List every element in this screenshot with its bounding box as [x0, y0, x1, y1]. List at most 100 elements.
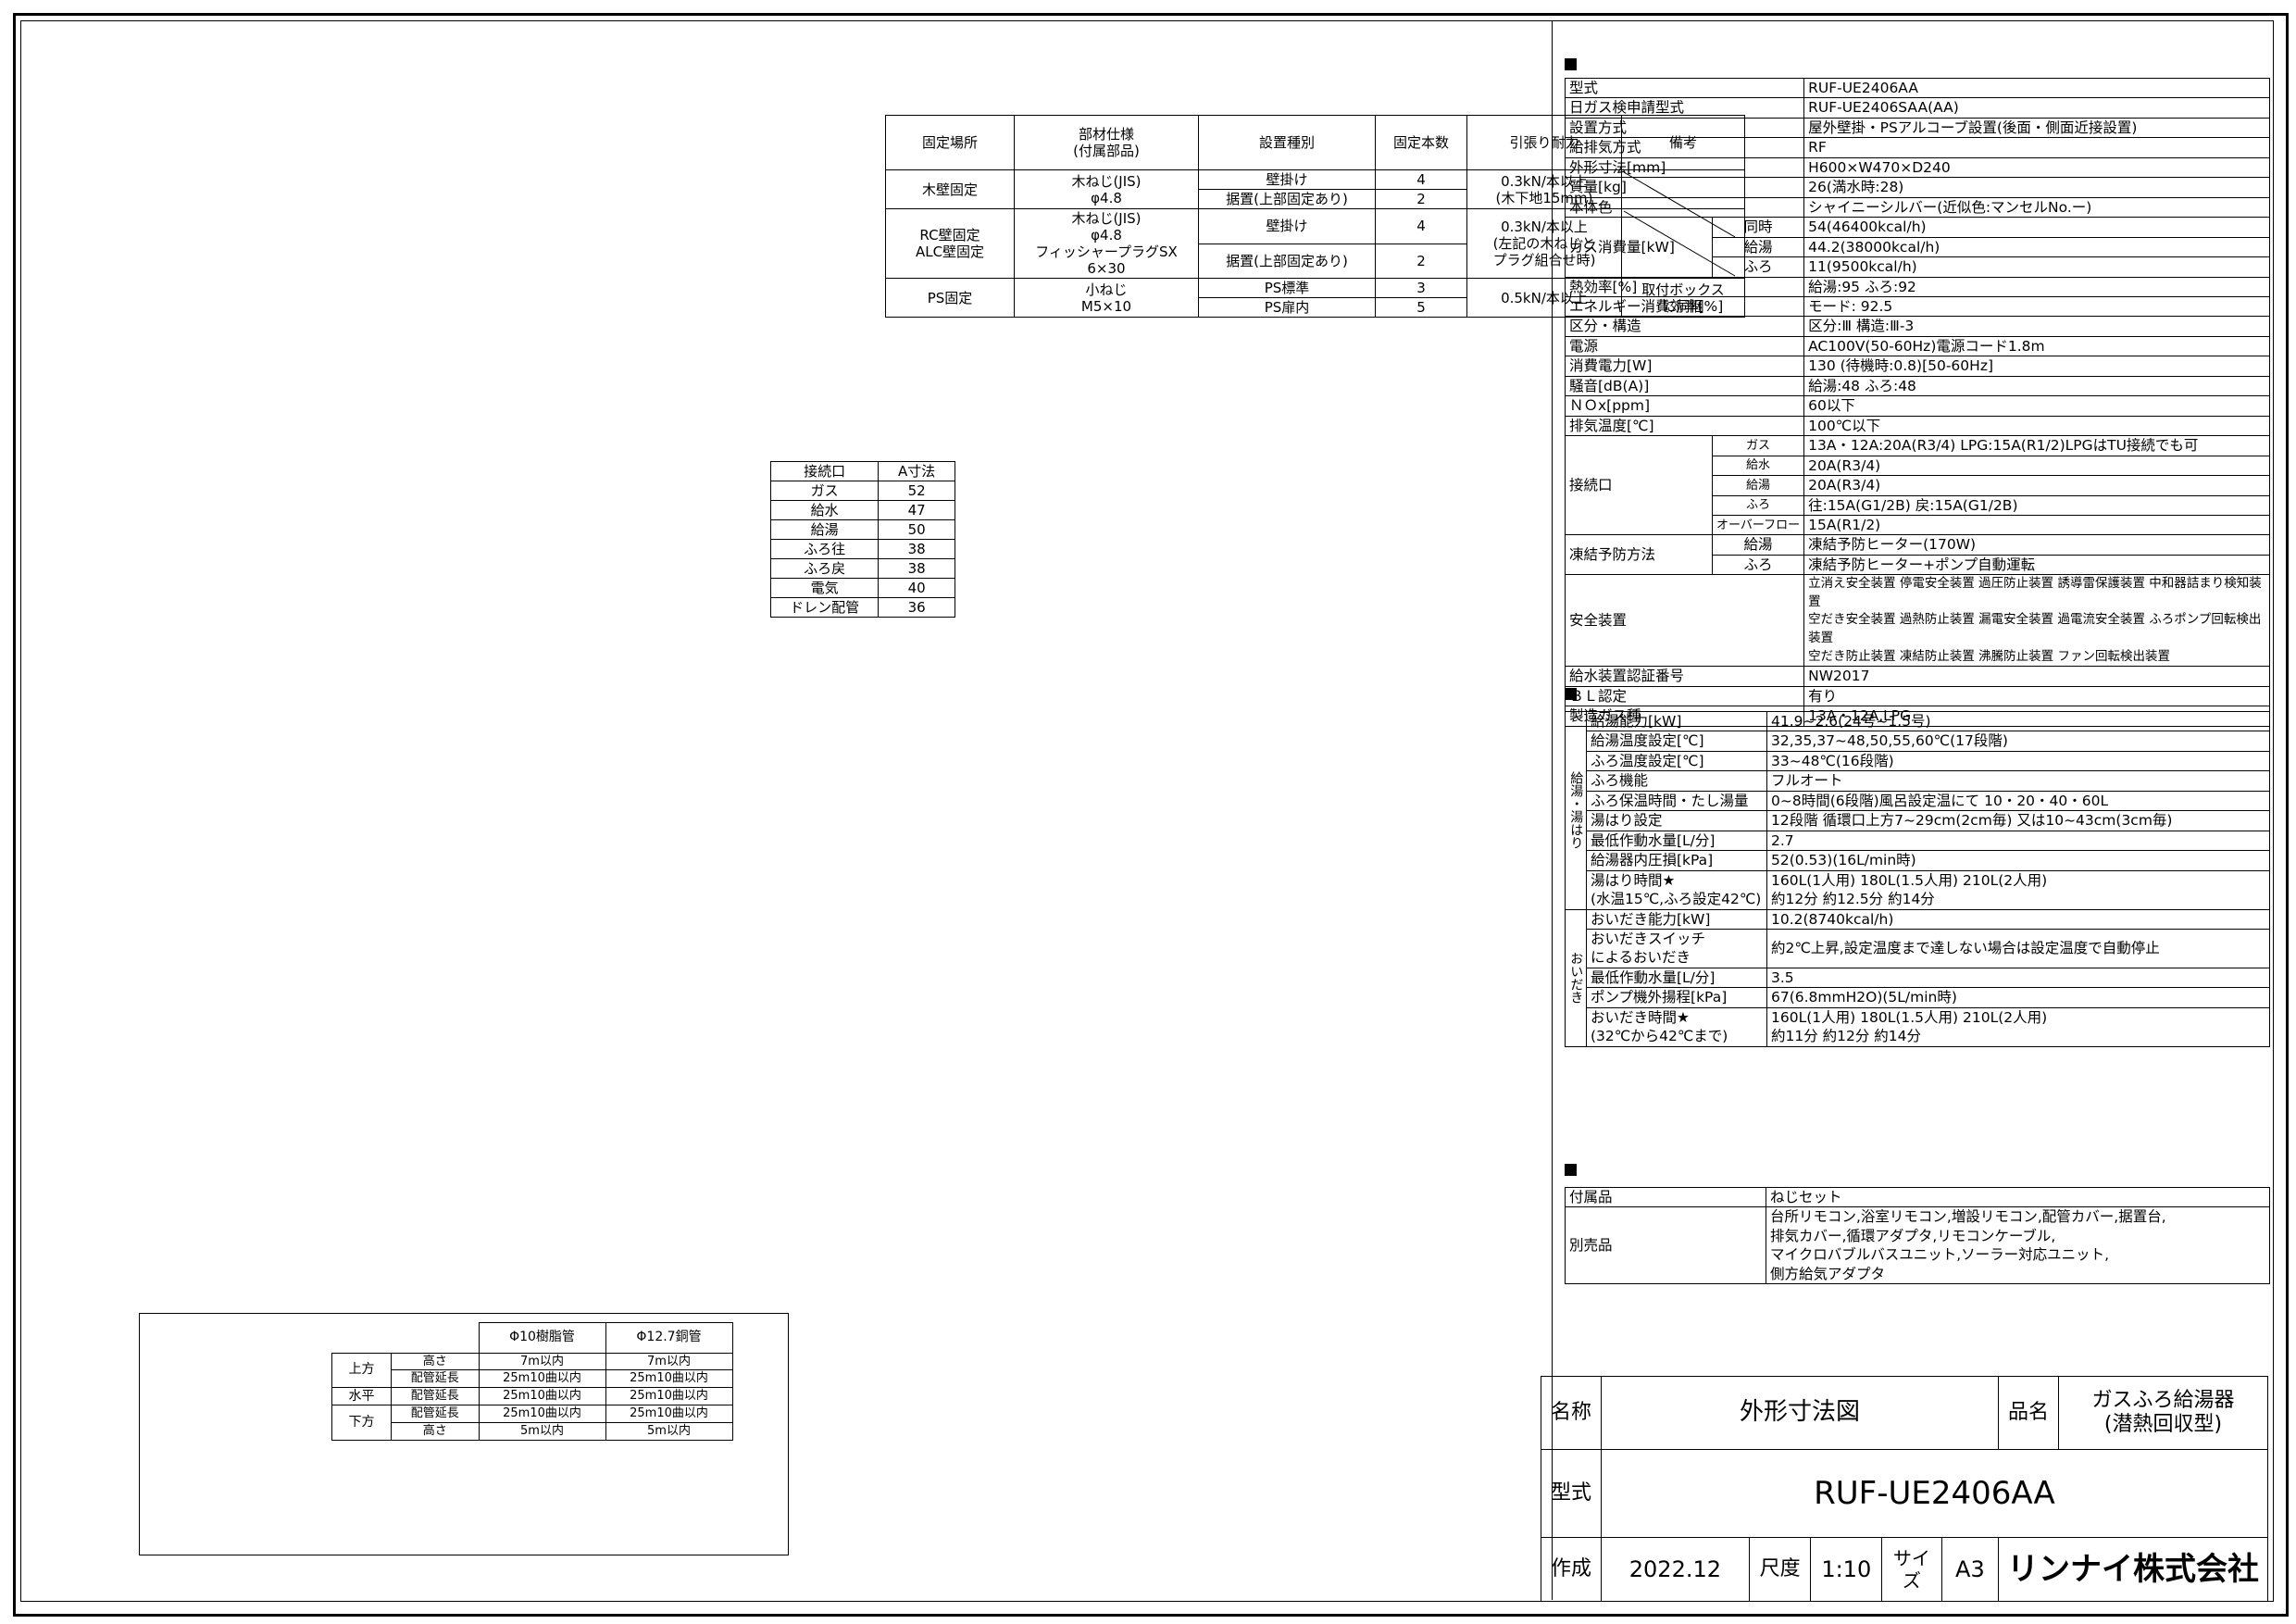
table-row: 騒音[dB(A)]給湯:48 ふろ:48: [1564, 375, 2270, 397]
spec-key: 給水装置認証番号: [1564, 666, 1805, 687]
spec-key: 安全装置: [1564, 574, 1805, 668]
fix-count: 4: [1375, 169, 1467, 190]
port-name: ドレン配管: [769, 597, 880, 618]
spec-value: AC100V(50-60Hz)電源コード1.8m: [1803, 335, 2270, 357]
perf-group-label: 給湯・湯はり: [1565, 711, 1587, 910]
drain-b: 25m10曲以内: [605, 1386, 733, 1406]
perf-key: おいだき時間★(32℃から42℃まで): [1586, 1006, 1767, 1047]
performance-table: 給湯・湯はり給湯能力[kW]41.9~2.6(24号~1.5号)給湯温度設定[℃…: [1565, 710, 2270, 1047]
spec-value: 11(9500kcal/h): [1803, 256, 2270, 278]
table-row: 給湯・湯はり給湯能力[kW]41.9~2.6(24号~1.5号): [1565, 710, 2270, 910]
port-th-name: 接続口: [769, 461, 880, 481]
spec-key: 区分・構造: [1564, 316, 1805, 337]
perf-value: 3.5: [1766, 967, 2270, 989]
perf-value: 33~48℃(16段階): [1766, 750, 2270, 772]
table-row: 最低作動水量[L/分]3.5: [1566, 967, 2270, 989]
spec-key: ガス消費量[kW]: [1565, 217, 1713, 278]
table-row: 付属品ねじセット: [1565, 1186, 2270, 1208]
drain-a: 7m以内: [478, 1352, 606, 1371]
fix-th-type: 設置種別: [1198, 115, 1376, 170]
port-name: ふろ戻: [769, 558, 880, 579]
parts-value: ねじセット: [1766, 1186, 2270, 1208]
tb-model-value: RUF-UE2406AA: [1600, 1449, 2269, 1538]
spec-subkey: 同時: [1711, 217, 1805, 238]
drain-sub: 高さ: [391, 1352, 480, 1371]
fix-count: 4: [1375, 208, 1467, 244]
spec-key: 型式: [1564, 77, 1805, 99]
table-row: 最低作動水量[L/分]2.7: [1566, 830, 2270, 852]
drain-th-resin: Φ10樹脂管: [478, 1322, 606, 1354]
table-row: 別売品台所リモコン,浴室リモコン,増設リモコン,配管カバー,据置台,排気カバー,…: [1565, 1206, 2270, 1285]
tb-name-value: 外形寸法図: [1600, 1376, 2000, 1450]
drain-sub: 配管延長: [391, 1369, 480, 1388]
port-dim: 38: [878, 539, 955, 559]
perf-key: 最低作動水量[L/分]: [1586, 830, 1767, 852]
port-dim: 38: [878, 558, 955, 579]
spec-key: 電源: [1564, 335, 1805, 357]
port-dim: 50: [878, 519, 955, 540]
port-th-dim: A寸法: [878, 461, 955, 481]
drain-dir: 水平: [331, 1386, 392, 1406]
spec-value: 立消え安全装置 停電安全装置 過圧防止装置 誘導雷保護装置 中和器詰まり検知装置…: [1803, 574, 2270, 668]
spec-value: 54(46400kcal/h): [1803, 217, 2270, 238]
fix-type: PS扉内: [1198, 297, 1376, 318]
perf-value: 12段階 循環口上方7~29cm(2cm毎) 又は10~43cm(3cm毎): [1766, 810, 2270, 831]
table-row: 本体色シャイニーシルバー(近似色:マンセルNo.ー): [1564, 196, 2270, 219]
port-dim: 52: [878, 481, 955, 501]
spec-value: 往:15A(G1/2B) 戻:15A(G1/2B): [1803, 494, 2270, 516]
table-row: ＮＯx[ppm]60以下: [1564, 395, 2270, 417]
table-row: 熱効率[%]給湯:95 ふろ:92: [1564, 276, 2270, 297]
perf-key: ふろ機能: [1586, 770, 1767, 792]
spec-value: NW2017: [1803, 666, 2270, 687]
spec-value: 有り: [1803, 685, 2270, 707]
spec-subkey: オーバーフロー: [1711, 514, 1805, 536]
spec-value: 26(満水時:28): [1803, 177, 2270, 198]
drain-piping-panel: [139, 1313, 789, 1555]
perf-value: 約2℃上昇,設定温度まで達しない場合は設定温度で自動停止: [1766, 928, 2270, 968]
parts-bullet-icon: [1565, 1164, 1577, 1176]
fix-type: 据置(上部固定あり): [1198, 243, 1376, 279]
spec-subkey: ふろ: [1711, 256, 1805, 278]
spec-key: ＢＬ認定: [1564, 685, 1805, 707]
table-row: おいだきスイッチによるおいだき約2℃上昇,設定温度まで達しない場合は設定温度で自…: [1566, 928, 2270, 968]
fix-count: 3: [1375, 278, 1467, 298]
perf-value: 160L(1人用) 180L(1.5人用) 210L(2人用) 約11分 約12…: [1766, 1006, 2270, 1047]
spec-value: 60以下: [1803, 395, 2270, 417]
table-row: 凍結予防方法給湯凍結予防ヒーター(170W): [1565, 534, 2270, 576]
port-name: ふろ往: [769, 539, 880, 559]
port-dim: 40: [878, 578, 955, 598]
port-name: 給湯: [769, 519, 880, 540]
spec-value: シャイニーシルバー(近似色:マンセルNo.ー): [1803, 196, 2270, 219]
spec-value: 凍結予防ヒーター+ポンプ自動運転: [1803, 554, 2270, 576]
tb-model-label: 型式: [1541, 1449, 1602, 1538]
drain-sub: 配管延長: [391, 1405, 480, 1424]
table-row: 安全装置立消え安全装置 停電安全装置 過圧防止装置 誘導雷保護装置 中和器詰まり…: [1564, 574, 2270, 668]
perf-key: 給湯温度設定[℃]: [1586, 731, 1767, 752]
perf-value: 67(6.8mmH2O)(5L/min時): [1766, 987, 2270, 1008]
tb-company: リンナイ株式会社: [1998, 1537, 2268, 1602]
spec-value: 20A(R3/4): [1803, 455, 2270, 477]
spec-value: RUF-UE2406SAA(AA): [1803, 97, 2270, 119]
tb-created-label: 作成: [1541, 1537, 1602, 1602]
table-row: 設置方式屋外壁掛・PSアルコーブ設置(後面・側面近接設置): [1564, 117, 2270, 139]
sheet-border-outer: [13, 13, 2289, 1617]
table-row: 据置(上部固定あり)2: [886, 189, 1745, 209]
drain-b: 25m10曲以内: [605, 1369, 733, 1388]
